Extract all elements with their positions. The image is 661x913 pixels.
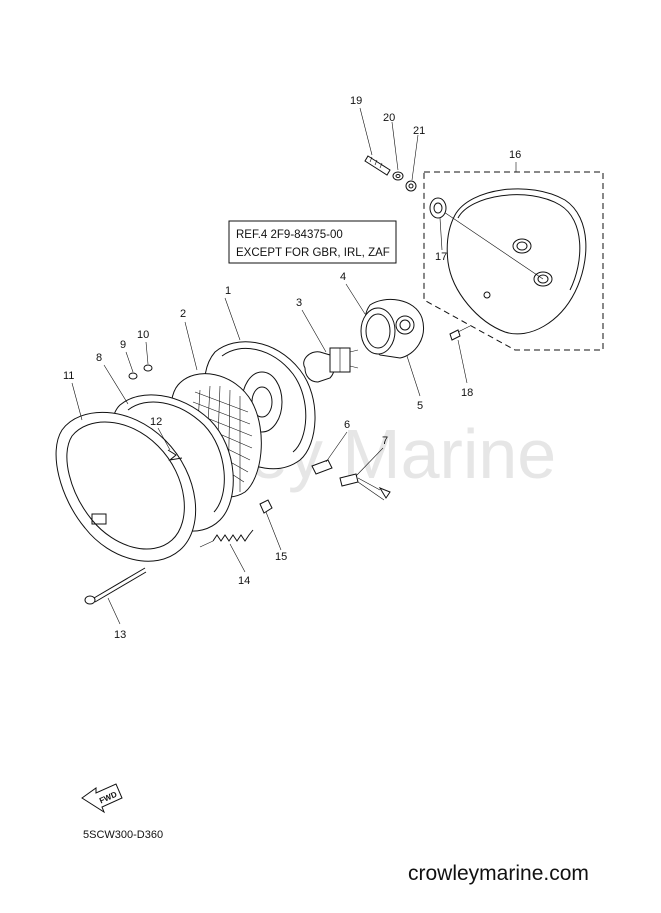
part-label-21: 21 [413, 125, 425, 137]
part-label-1: 1 [225, 285, 231, 297]
part-label-8: 8 [96, 352, 102, 364]
outer-rim-part [55, 411, 197, 562]
fwd-arrow-icon: FWD [81, 783, 123, 814]
part-label-4: 4 [340, 271, 346, 283]
part-label-18: 18 [461, 387, 473, 399]
dashed-group-box [423, 171, 604, 351]
small-screw-part [449, 325, 471, 341]
site-name: crowleymarine.com [408, 862, 589, 885]
part-label-16: 16 [509, 149, 521, 161]
part-label-17: 17 [435, 251, 447, 263]
connector-part [339, 473, 391, 501]
bolt-washer-nut-group [364, 155, 417, 192]
part-label-11: 11 [63, 370, 74, 382]
part-label-14: 14 [238, 575, 250, 587]
part-label-15: 15 [275, 551, 287, 563]
part-label-20: 20 [383, 112, 395, 124]
part-label-6: 6 [344, 419, 350, 431]
reference-line-2: EXCEPT FOR GBR, IRL, ZAF [236, 247, 390, 259]
reference-line-1: REF.4 2F9-84375-00 [236, 229, 343, 241]
part-labels: 1 2 3 4 5 6 7 8 9 10 11 12 13 14 15 16 1… [63, 95, 521, 641]
diagram-code: 5SCW300-D360 [83, 829, 163, 841]
spring-nut-part [259, 499, 273, 514]
part-label-19: 19 [350, 95, 362, 107]
bulb-socket-part [360, 298, 424, 359]
spring-clip-part [167, 449, 183, 461]
leader-lines [71, 107, 517, 625]
part-label-5: 5 [417, 400, 423, 412]
grommet-part [429, 197, 447, 219]
part-label-3: 3 [296, 297, 302, 309]
part-label-2: 2 [180, 308, 186, 320]
part-label-12: 12 [150, 416, 162, 428]
part-label-13: 13 [114, 629, 126, 641]
sleeve-part [311, 459, 333, 475]
part-label-7: 7 [382, 435, 388, 447]
rear-housing-shell [437, 188, 587, 335]
screw-washer-group [128, 364, 153, 380]
reference-box: REF.4 2F9-84375-00 EXCEPT FOR GBR, IRL, … [228, 220, 397, 264]
part-label-9: 9 [120, 339, 126, 351]
headlight-bulb-part [303, 347, 359, 383]
part-label-10: 10 [137, 329, 149, 341]
adjust-spring-part [199, 529, 254, 548]
long-screw-part [84, 567, 147, 605]
